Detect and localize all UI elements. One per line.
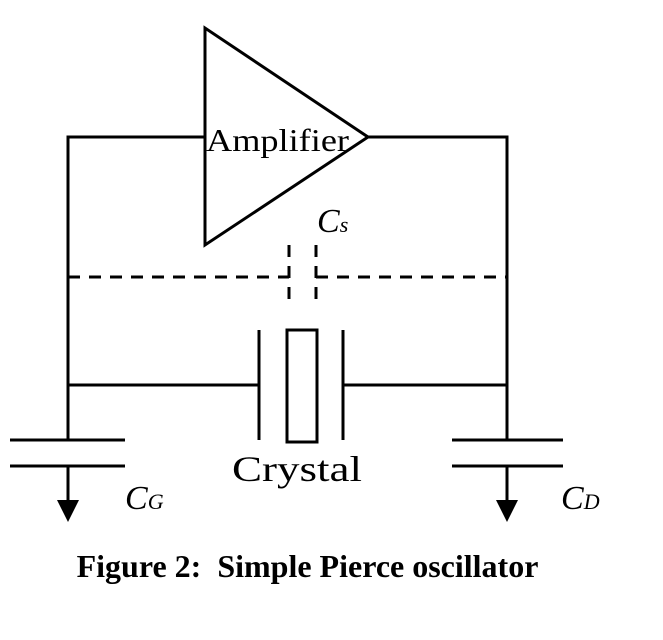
cs-label-sub: s — [340, 212, 349, 237]
left-top-wire — [66, 135, 205, 440]
cd-label: CD — [561, 480, 600, 517]
cd-label-main: C — [561, 480, 584, 517]
amplifier-label: Amplifier — [206, 122, 349, 158]
cg-label-main: C — [125, 480, 148, 517]
crystal-label: Crystal — [232, 449, 362, 489]
cs-label-main: C — [317, 203, 340, 240]
cd-label-sub: D — [583, 489, 600, 514]
cg-label: CG — [125, 480, 164, 517]
crystal-body — [285, 328, 319, 444]
figure-caption-text: Figure 2: Simple Pierce oscillator — [76, 548, 539, 584]
cg-label-sub: G — [148, 489, 164, 514]
cg-ground-arrow-icon — [57, 500, 79, 522]
cd-ground-arrow-icon — [496, 500, 518, 522]
figure-caption: Figure 2: Simple Pierce oscillator — [0, 548, 663, 585]
cs-label: Cs — [317, 203, 348, 240]
right-top-wire — [368, 135, 509, 440]
